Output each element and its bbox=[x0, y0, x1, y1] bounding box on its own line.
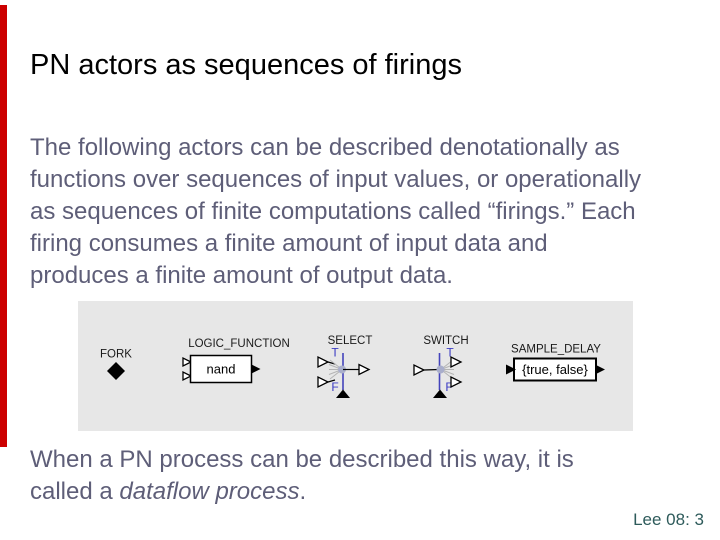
logic-function-box bbox=[189, 354, 253, 384]
split-hub-icon bbox=[436, 365, 445, 374]
control-port-icon bbox=[433, 389, 447, 398]
wire bbox=[423, 368, 440, 371]
output-port-icon bbox=[358, 363, 371, 376]
input-port-icon bbox=[317, 355, 330, 369]
switch-false-label: F bbox=[445, 380, 452, 394]
control-port-icon bbox=[336, 389, 350, 398]
fork-actor: FORK bbox=[100, 349, 132, 380]
slide-footer: Lee 08: 3 bbox=[633, 510, 704, 529]
input-port-icon bbox=[182, 370, 193, 382]
fork-label: FORK bbox=[100, 349, 132, 361]
select-false-label: F bbox=[331, 380, 338, 394]
body-line: The following actors can be described de… bbox=[30, 134, 620, 161]
output-port-icon bbox=[450, 375, 463, 389]
select-true-label: T bbox=[331, 346, 339, 360]
sample-delay-label: SAMPLE_DELAY bbox=[511, 344, 601, 356]
conclusion-paragraph: When a PN process can be described this … bbox=[30, 444, 574, 508]
input-port-icon bbox=[506, 364, 516, 375]
slide-title: PN actors as sequences of firings bbox=[30, 49, 462, 81]
input-port-icon bbox=[413, 363, 426, 377]
input-port-icon bbox=[182, 356, 193, 368]
body-line: produces a finite amount of output data. bbox=[30, 262, 453, 289]
switch-label: SWITCH bbox=[423, 335, 468, 347]
switch-actor: SWITCH T F bbox=[413, 335, 469, 398]
conclusion-text: called a bbox=[30, 478, 120, 505]
conclusion-line: When a PN process can be described this … bbox=[30, 446, 574, 473]
select-label: SELECT bbox=[328, 335, 373, 347]
sample-delay-actor: SAMPLE_DELAY {true, false} bbox=[506, 344, 605, 382]
select-actor: SELECT T F bbox=[317, 335, 373, 398]
fork-diamond-icon bbox=[107, 362, 125, 380]
input-port-icon bbox=[317, 375, 330, 389]
switch-true-label: T bbox=[446, 346, 454, 360]
output-port-icon bbox=[251, 364, 261, 374]
left-accent-bar bbox=[0, 5, 7, 447]
logic-function-actor: LOGIC_FUNCTION nand bbox=[182, 338, 290, 384]
merge-hub-icon bbox=[338, 365, 346, 374]
wire bbox=[327, 379, 336, 383]
body-paragraph: The following actors can be described de… bbox=[30, 132, 641, 292]
body-line: functions over sequences of input values… bbox=[30, 166, 642, 193]
actor-diagram-figure: FORK LOGIC_FUNCTION nand SELECT T F bbox=[78, 301, 633, 431]
conclusion-text: . bbox=[299, 478, 307, 505]
actor-diagram-svg: FORK LOGIC_FUNCTION nand SELECT T F bbox=[100, 335, 605, 398]
body-line: as sequences of finite computations call… bbox=[30, 198, 636, 225]
logic-function-label: LOGIC_FUNCTION bbox=[188, 338, 290, 350]
body-line: firing consumes a finite amount of input… bbox=[30, 230, 548, 257]
conclusion-line: called a dataflow process. bbox=[30, 476, 574, 508]
conclusion-italic-term: dataflow process bbox=[119, 478, 300, 505]
logic-function-value: nand bbox=[207, 362, 236, 377]
sample-delay-value: {true, false} bbox=[522, 362, 588, 377]
output-port-icon bbox=[595, 364, 605, 375]
output-port-icon bbox=[450, 355, 463, 369]
